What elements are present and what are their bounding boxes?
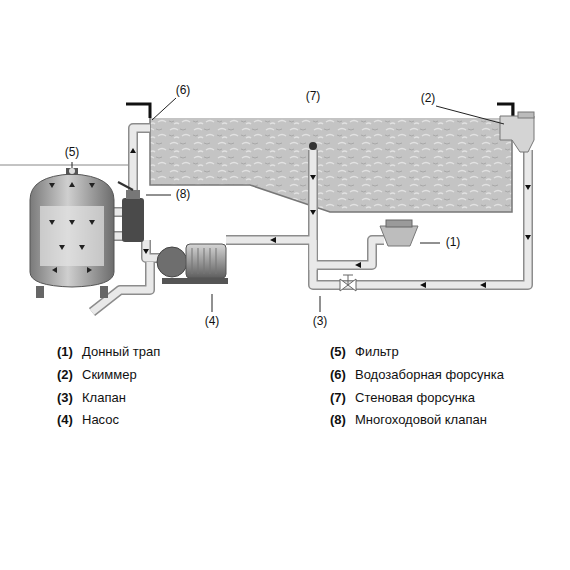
legend-text: Насос xyxy=(82,413,119,428)
callout-number: (4) xyxy=(204,315,221,329)
legend-text: Донный трап xyxy=(82,345,160,360)
callout-number: (8) xyxy=(175,188,192,202)
legend-number: (5) xyxy=(330,345,346,360)
legend-text: Фильтр xyxy=(355,345,399,360)
wall-nozzle xyxy=(309,142,317,150)
legend-text: Многоходовой клапан xyxy=(355,413,487,428)
legend-number: (2) xyxy=(57,368,73,383)
legend-text: Скиммер xyxy=(82,368,137,383)
callout-number: (5) xyxy=(64,146,81,160)
legend-number: (3) xyxy=(57,391,73,406)
pipes xyxy=(92,128,528,312)
legend-number: (6) xyxy=(330,368,346,383)
callout-number: (7) xyxy=(305,90,322,104)
legend-text: Стеновая форсунка xyxy=(355,391,475,406)
pool xyxy=(126,104,513,212)
leader-lines xyxy=(72,98,504,312)
flow-arrows xyxy=(130,148,531,288)
ground-line xyxy=(0,165,128,166)
legend-number: (8) xyxy=(330,413,346,428)
valve-symbol xyxy=(340,275,356,291)
callout-number: (1) xyxy=(445,236,462,250)
legend-text: Клапан xyxy=(82,391,126,406)
legend-number: (4) xyxy=(57,413,73,428)
callout-number: (6) xyxy=(175,84,192,98)
legend-text: Водозаборная форсунка xyxy=(355,368,504,383)
main-drain xyxy=(380,220,418,246)
multiport-valve xyxy=(118,182,144,242)
legend-number: (1) xyxy=(57,345,73,360)
legend-number: (7) xyxy=(330,391,346,406)
skimmer xyxy=(500,112,534,152)
callout-number: (2) xyxy=(420,92,437,106)
filter xyxy=(30,168,114,298)
callout-number: (3) xyxy=(312,315,329,329)
pump xyxy=(157,244,228,284)
